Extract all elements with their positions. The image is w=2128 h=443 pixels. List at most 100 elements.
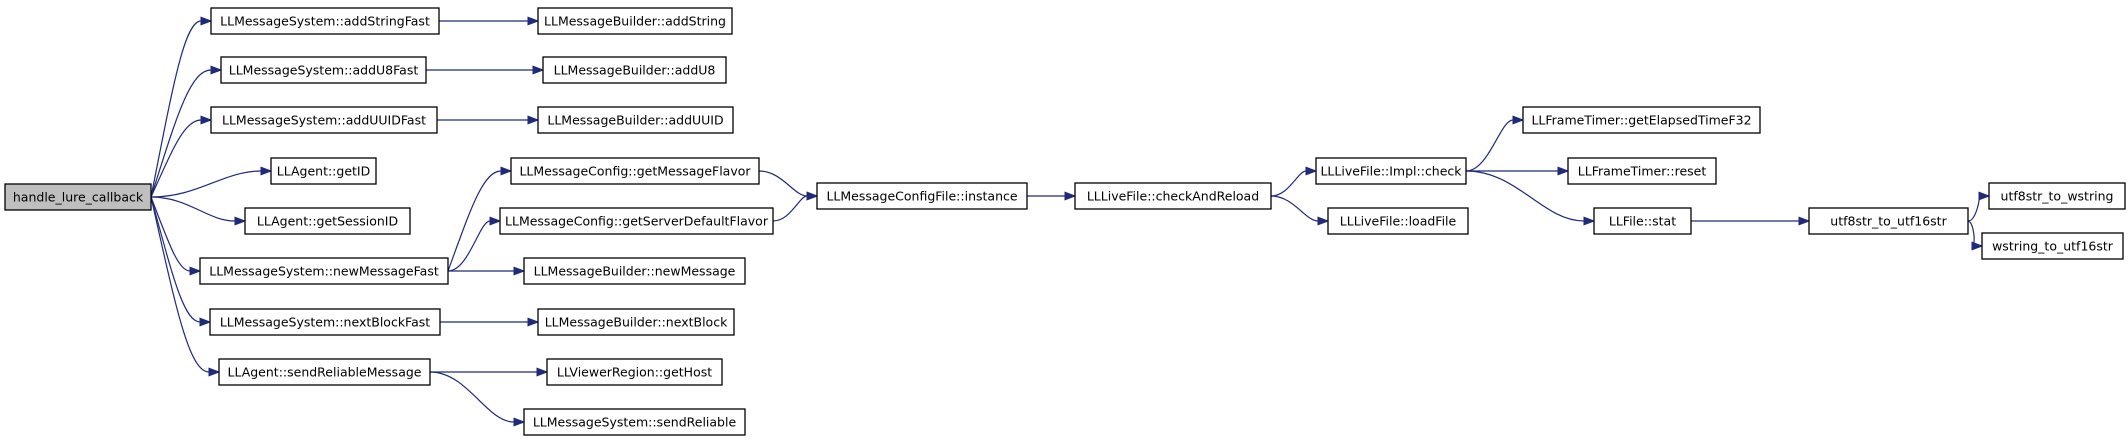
node-llviewerregion-gethost[interactable]: LLViewerRegion::getHost [546,358,723,386]
node-llmessagesystem-sendreliable[interactable]: LLMessageSystem::sendReliable [523,408,746,436]
node-llframetimer-reset[interactable]: LLFrameTimer::reset [1567,157,1717,185]
node-label: LLMessageSystem::nextBlockFast [220,315,430,330]
edge-root-to-n25 [150,196,221,377]
edge-line [150,170,262,198]
node-label: LLFile::stat [1609,214,1676,229]
node-label: LLViewerRegion::getHost [557,365,712,380]
node-box [210,7,440,35]
node-llmessagebuilder-addu8[interactable]: LLMessageBuilder::addU8 [542,56,727,84]
edge-n13-to-n21 [1270,195,1330,226]
edge-line [150,196,210,373]
edge-n5-to-n6 [437,115,540,125]
edge-root-to-n1 [150,16,213,198]
node-box [523,408,746,436]
node-lllivefile-checkandreload[interactable]: LLLiveFile::checkAndReload [1074,182,1272,210]
node-llmessagesystem-adduuidfast[interactable]: LLMessageSystem::addUUIDFast [210,106,438,134]
arrowhead-icon [210,65,223,75]
arrowhead-icon [234,216,247,226]
node-llagent-getid[interactable]: LLAgent::getID [270,157,377,185]
node-box [4,183,152,211]
arrowhead-icon [513,417,526,427]
node-label: LLAgent::getSessionID [257,214,398,229]
edge-root-to-n8 [150,196,247,226]
arrowhead-icon [527,317,540,327]
arrowhead-icon [1583,216,1596,226]
node-label: wstring_to_utf16str [1992,239,2114,254]
node-label: LLMessageBuilder::newMessage [534,264,736,279]
arrowhead-icon [200,115,213,125]
node-llmessagesystem-nextblockfast[interactable]: LLMessageSystem::nextBlockFast [209,308,441,336]
node-box [816,182,1028,210]
node-label: LLMessageBuilder::addUUID [547,113,723,128]
node-box [220,56,427,84]
node-utf8str-to-wstring[interactable]: utf8str_to_wstring [1988,182,2126,210]
node-label: LLAgent::sendReliableMessage [227,365,421,380]
edge-root-to-n3 [150,65,223,198]
node-llmessageconfig-getmessageflavor[interactable]: LLMessageConfig::getMessageFlavor [510,157,760,185]
node-label: LLMessageSystem::addU8Fast [229,63,419,78]
node-llagent-getsessionid[interactable]: LLAgent::getSessionID [244,207,411,235]
node-box [210,106,438,134]
node-llmessagesystem-newmessagefast[interactable]: LLMessageSystem::newMessageFast [199,257,449,285]
arrowhead-icon [200,16,213,26]
node-label: LLLiveFile::loadFile [1340,214,1457,229]
edge-line [1967,195,1980,222]
arrowhead-icon [189,266,202,276]
node-handle-lure-callback[interactable]: handle_lure_callback [4,183,152,211]
node-utf8str-to-utf16str[interactable]: utf8str_to_utf16str [1808,207,1969,235]
arrowhead-icon [1798,216,1811,226]
edge-line [150,119,202,198]
node-llmessageconfig-getserverdefaultflavor[interactable]: LLMessageConfig::getServerDefaultFlavor [499,207,774,235]
node-llfile-stat[interactable]: LLFile::stat [1593,207,1692,235]
node-label: utf8str_to_wstring [2001,189,2114,204]
node-lllivefile-loadfile[interactable]: LLLiveFile::loadFile [1327,207,1469,235]
node-box [1567,157,1717,185]
call-graph-edges [150,16,1991,427]
node-llmessageconfigfile-instance[interactable]: LLMessageConfigFile::instance [816,182,1028,210]
node-label: LLLiveFile::Impl::check [1320,164,1462,179]
edge-root-to-n5 [150,115,213,198]
call-graph-nodes: handle_lure_callback LLMessageSystem::add… [4,7,2126,436]
arrowhead-icon [208,367,221,377]
node-label: LLMessageConfigFile::instance [826,189,1017,204]
node-lllivefile-impl-check[interactable]: LLLiveFile::Impl::check [1315,157,1467,185]
edge-line [150,69,212,198]
arrowhead-icon [1512,115,1525,125]
edge-n25-to-n27 [429,371,526,427]
node-llmessagebuilder-addstring[interactable]: LLMessageBuilder::addString [537,7,733,35]
arrowhead-icon [532,65,545,75]
node-llmessagebuilder-nextblock[interactable]: LLMessageBuilder::nextBlock [537,308,735,336]
node-box [537,106,734,134]
edge-line [150,20,202,198]
node-label: LLFrameTimer::getElapsedTimeF32 [1531,113,1751,128]
node-llmessagebuilder-adduuid[interactable]: LLMessageBuilder::addUUID [537,106,734,134]
node-label: LLMessageBuilder::addString [544,14,726,29]
edge-line [150,196,191,272]
node-wstring-to-utf16str[interactable]: wstring_to_utf16str [1981,232,2124,260]
edge-n3-to-n4 [426,65,545,75]
node-box [244,207,411,235]
arrowhead-icon [1971,241,1984,251]
node-label: LLMessageSystem::addUUIDFast [222,113,426,128]
node-label: LLMessageSystem::addStringFast [220,14,430,29]
node-box [1593,207,1692,235]
edge-n11-to-n12 [772,191,819,222]
node-box [1808,207,1969,235]
arrowhead-icon [1064,191,1077,201]
edge-n1-to-n2 [439,16,540,26]
arrowhead-icon [1978,191,1991,201]
node-llmessagesystem-addstringfast[interactable]: LLMessageSystem::addStringFast [210,7,440,35]
node-box [499,207,774,235]
node-llagent-sendreliablemessage[interactable]: LLAgent::sendReliableMessage [218,358,431,386]
node-box [1522,106,1761,134]
edge-line [758,170,808,197]
edge-line [447,220,491,272]
node-llframetimer-getelapsedtimef32[interactable]: LLFrameTimer::getElapsedTimeF32 [1522,106,1761,134]
node-llmessagebuilder-newmessage[interactable]: LLMessageBuilder::newMessage [523,257,746,285]
arrowhead-icon [513,266,526,276]
arrowhead-icon [527,115,540,125]
edge-n25-to-n26 [430,367,549,377]
node-llmessagesystem-addu8fast[interactable]: LLMessageSystem::addU8Fast [220,56,427,84]
arrowhead-icon [260,166,273,176]
